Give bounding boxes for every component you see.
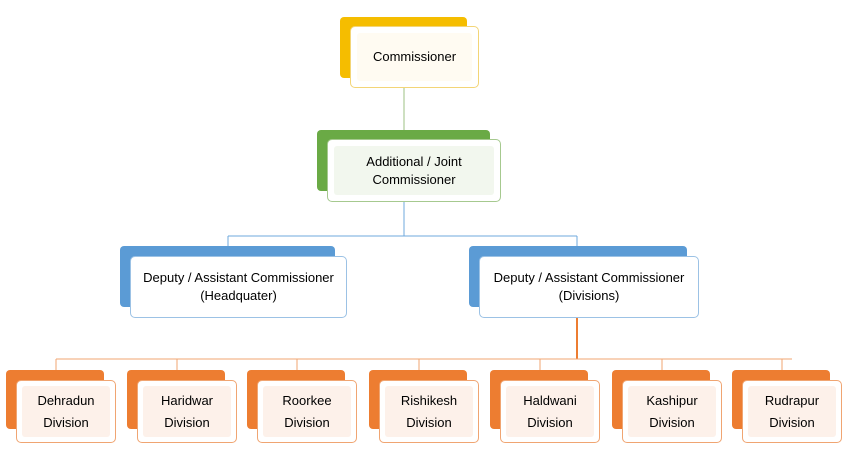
- division-node-rudrapur: Rudrapur Division: [742, 380, 842, 443]
- division-label: Roorkee Division: [282, 390, 331, 434]
- deputy-div-label-line2: (Divisions): [558, 288, 620, 303]
- division-node-fill: [748, 386, 836, 437]
- deputy-hq-label-line2: (Headquater): [200, 288, 277, 303]
- division-label: Rudrapur Division: [765, 390, 819, 434]
- division-label-suffix: Division: [284, 414, 330, 430]
- division-label: Haldwani Division: [523, 390, 576, 434]
- additional-label-line1: Additional / Joint: [366, 153, 462, 169]
- division-node-fill: [628, 386, 716, 437]
- division-label-name: Dehradun: [37, 392, 95, 408]
- division-node-fill: [385, 386, 473, 437]
- additional-commissioner-node: Additional / Joint Commissioner: [327, 139, 501, 202]
- division-label-suffix: Division: [769, 414, 815, 430]
- additional-node-fill: [334, 146, 494, 195]
- division-label-suffix: Division: [406, 414, 452, 430]
- commissioner-label-line1: Commissioner: [372, 49, 457, 64]
- division-label-suffix: Division: [649, 414, 695, 430]
- deputy-div-label-line1: Deputy / Assistant Commissioner: [493, 270, 685, 285]
- division-node-rishikesh: Rishikesh Division: [379, 380, 479, 443]
- additional-label-line2: Commissioner: [372, 171, 456, 187]
- commissioner-label: Commissioner: [373, 48, 456, 66]
- division-node-fill: [22, 386, 110, 437]
- division-label-name: Rudrapur: [764, 392, 820, 408]
- division-label: Haridwar Division: [161, 390, 213, 434]
- deputy-hq-label-line1: Deputy / Assistant Commissioner: [143, 270, 334, 285]
- division-node-kashipur: Kashipur Division: [622, 380, 722, 443]
- division-label-name: Haridwar: [160, 392, 213, 408]
- commissioner-node: Commissioner: [350, 26, 479, 88]
- division-label-name: Rishikesh: [400, 392, 458, 408]
- division-node-fill: [143, 386, 231, 437]
- division-label-suffix: Division: [527, 414, 573, 430]
- division-label-name: Roorkee: [282, 392, 332, 408]
- division-node-roorkee: Roorkee Division: [257, 380, 357, 443]
- deputy-hq-node: Deputy / Assistant Commissioner (Headqua…: [130, 256, 347, 318]
- division-label-suffix: Division: [43, 414, 89, 430]
- division-label: Rishikesh Division: [401, 390, 457, 434]
- division-label: Dehradun Division: [37, 390, 94, 434]
- division-node-dehradun: Dehradun Division: [16, 380, 116, 443]
- additional-label: Additional / Joint Commissioner: [366, 153, 461, 189]
- commissioner-node-fill: [357, 33, 472, 81]
- deputy-divisions-node: Deputy / Assistant Commissioner (Divisio…: [479, 256, 699, 318]
- division-node-fill: [506, 386, 594, 437]
- division-label-name: Haldwani: [523, 392, 577, 408]
- division-label: Kashipur Division: [646, 390, 697, 434]
- division-label-suffix: Division: [164, 414, 210, 430]
- deputy-hq-label: Deputy / Assistant Commissioner (Headqua…: [143, 269, 334, 305]
- division-node-haldwani: Haldwani Division: [500, 380, 600, 443]
- division-node-haridwar: Haridwar Division: [137, 380, 237, 443]
- division-label-name: Kashipur: [646, 392, 698, 408]
- deputy-div-label: Deputy / Assistant Commissioner (Divisio…: [494, 269, 685, 305]
- division-node-fill: [263, 386, 351, 437]
